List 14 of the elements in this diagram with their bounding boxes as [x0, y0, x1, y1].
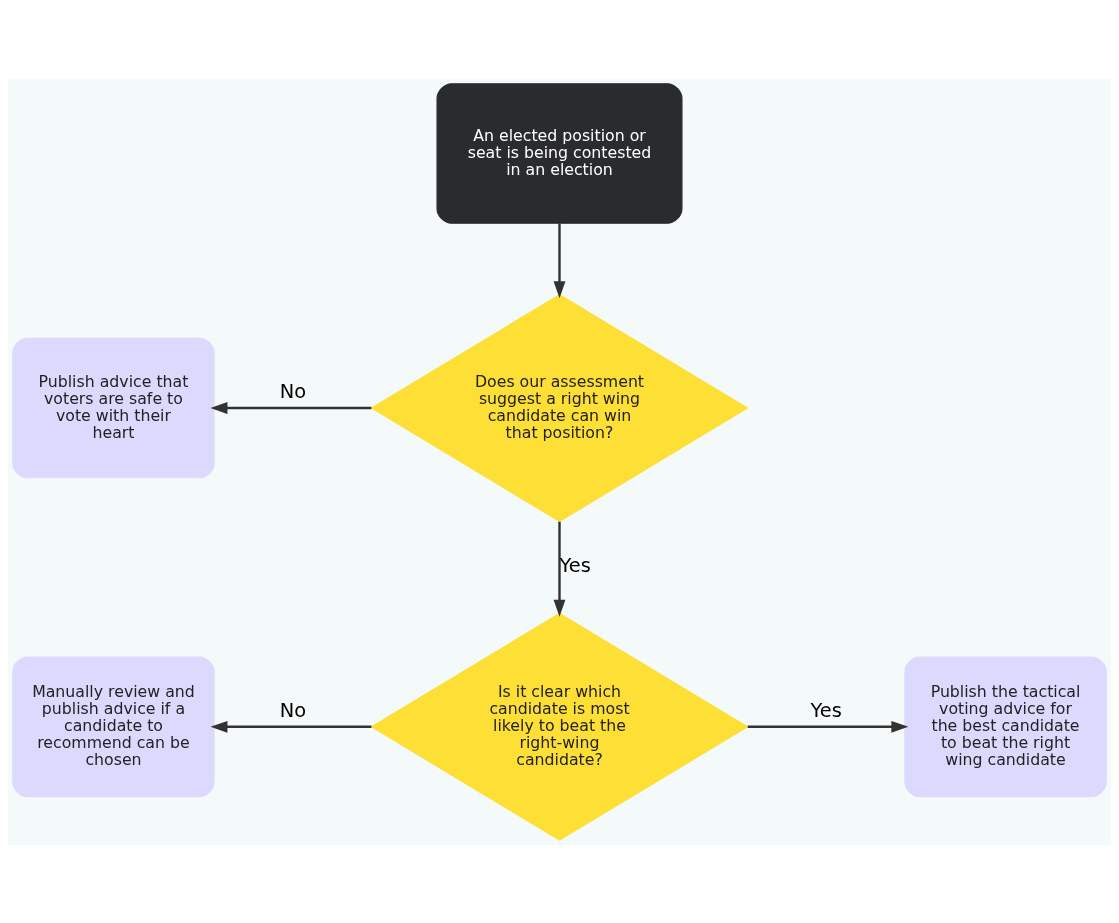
- edge-label: No: [279, 698, 307, 722]
- arrow: [553, 222, 566, 298]
- node-box: Publish advice that voters are safe to vote with their heart: [12, 337, 215, 478]
- arrow: [553, 521, 566, 617]
- node-box: Publish the tactical voting advice for the best candidate to beat the right wing candidate: [904, 656, 1107, 797]
- arrow: [210, 401, 372, 414]
- node-diamond: Does our assessment suggest a right wing candidate can win that position?: [370, 293, 749, 522]
- node-diamond: Is it clear which candidate is most likely to beat the right-wing candidate?: [370, 612, 749, 841]
- node-box: Manually review and publish advice if a candidate to recommend can be chosen: [12, 656, 215, 797]
- arrow: [210, 720, 372, 733]
- node-box: An elected position or seat is being contested in an election: [436, 82, 683, 224]
- edge-label: Yes: [810, 698, 842, 722]
- edge-label: No: [279, 379, 307, 403]
- arrow: [747, 720, 909, 733]
